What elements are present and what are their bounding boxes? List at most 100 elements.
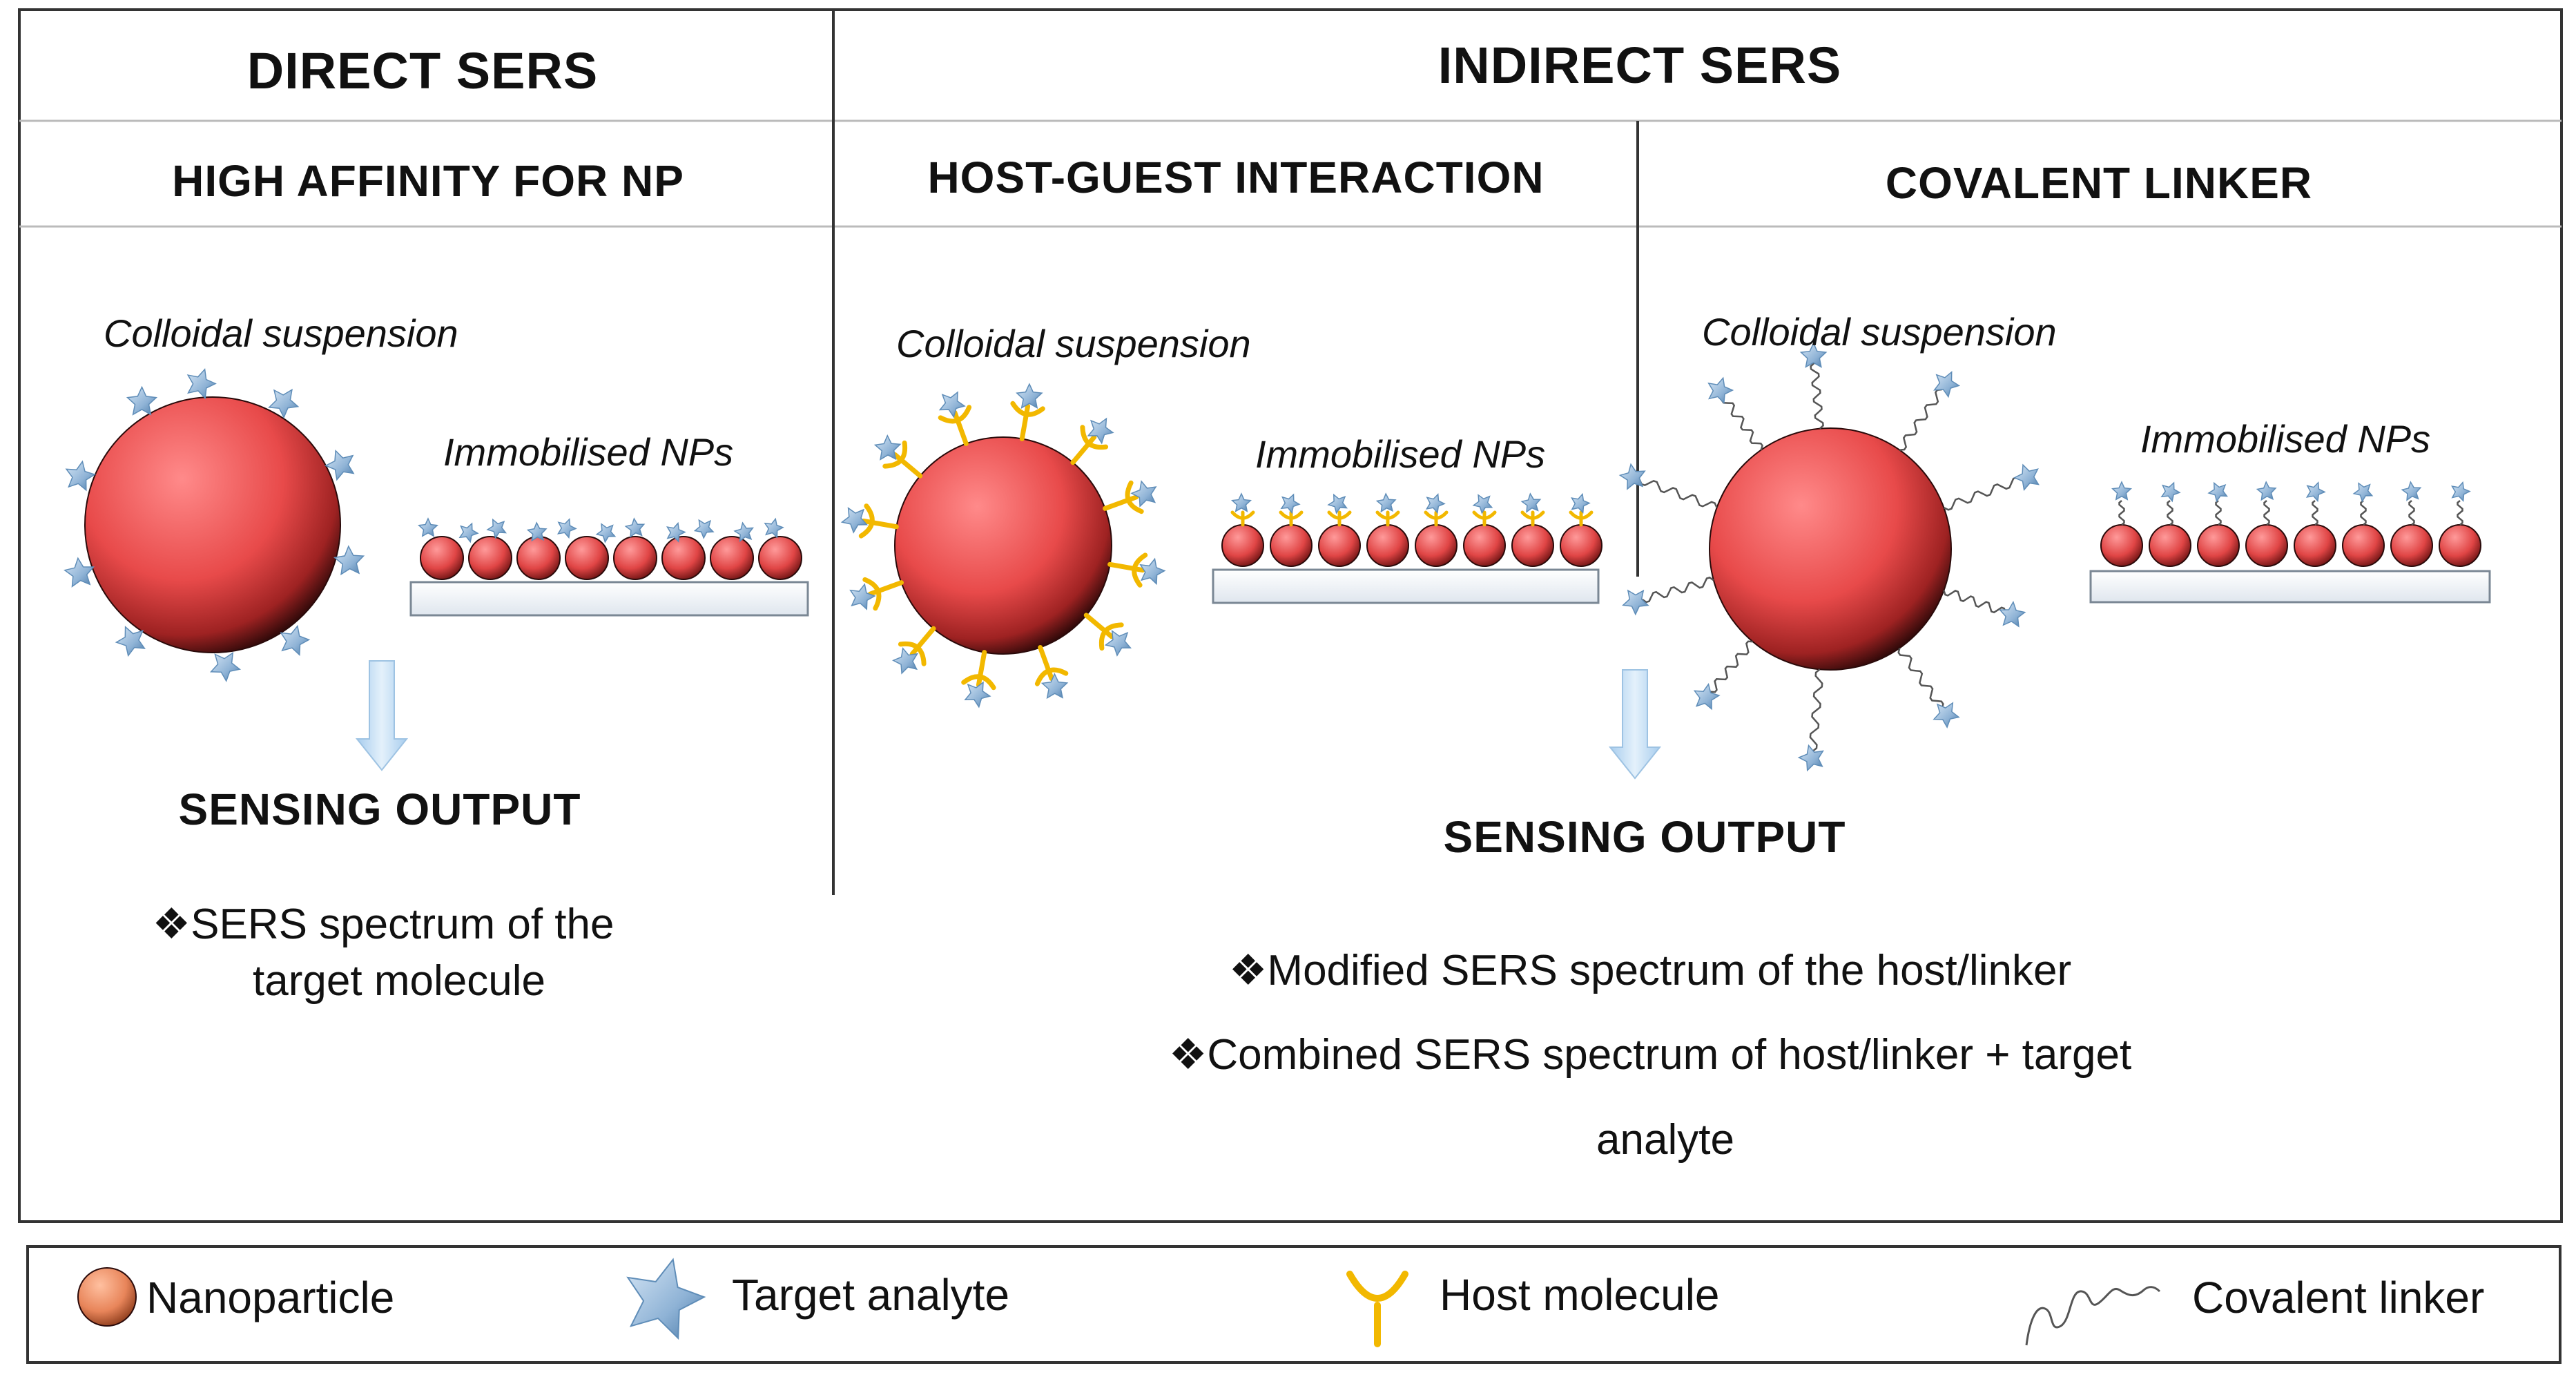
nanoparticle-icon: [1366, 524, 1409, 567]
analyte-star-icon: [556, 518, 577, 539]
nanoparticle-icon: [1511, 524, 1554, 567]
covalent-linker-icon: [1638, 479, 1718, 508]
analyte-star-icon: [1707, 376, 1734, 405]
covalent-linker-icon: [2118, 500, 2125, 526]
host-immob-label: Immobilised NPs: [1255, 432, 1546, 476]
legend-icons: [77, 1258, 2161, 1347]
substrate-slide: [2089, 570, 2491, 604]
host-guest-panel: [840, 383, 1602, 709]
analyte-star-icon: [1618, 463, 1646, 490]
direct-sers-title: DIRECT SERS: [246, 42, 599, 99]
colloid-nanoparticle: [1709, 427, 1952, 671]
nanoparticle-icon: [2245, 524, 2288, 567]
covalent-linker-icon: [1710, 640, 1753, 693]
legend-nanoparticle-label: Nanoparticle: [146, 1273, 395, 1322]
analyte-star-icon: [1327, 493, 1348, 514]
host-molecule-icon: [1424, 510, 1449, 527]
host-molecule-icon: [1375, 510, 1400, 527]
covalent-linker-icon: [1943, 476, 2022, 511]
covalent-linker-icon: [1899, 388, 1942, 451]
host-molecule-icon: [1230, 510, 1255, 527]
nanoparticle-icon: [661, 536, 706, 580]
direct-output-line1: ❖SERS spectrum of the: [152, 901, 614, 948]
colloid-nanoparticle: [84, 396, 341, 653]
analyte-star-icon: [764, 517, 784, 539]
analyte-star-icon: [2111, 481, 2133, 501]
host-molecule-icon: [882, 440, 923, 479]
nanoparticle-icon: [710, 536, 754, 580]
analyte-star-icon: [115, 626, 146, 657]
covalent-linker-icon: [2263, 500, 2270, 526]
analyte-star-icon: [595, 523, 617, 543]
host-guest-subtitle: HOST-GUEST INTERACTION: [927, 153, 1544, 202]
analyte-star-icon: [938, 391, 966, 418]
analyte-star-icon: [1104, 630, 1132, 657]
nanoparticle-icon: [1270, 524, 1313, 567]
analyte-star-icon: [1571, 492, 1591, 514]
analyte-star-icon: [458, 522, 479, 543]
host-molecule-icon: [1103, 480, 1144, 514]
analyte-star-icon: [1087, 417, 1114, 445]
analyte-star-icon: [333, 545, 365, 576]
analyte-star-icon: [2352, 482, 2374, 503]
legend-target-analyte-label: Target analyte: [732, 1270, 1010, 1320]
substrate-slide: [409, 581, 809, 617]
nanoparticle-icon: [516, 536, 561, 580]
indirect-sers-title: INDIRECT SERS: [1437, 37, 1842, 94]
analyte-star-icon: [526, 521, 548, 542]
analyte-star-icon: [1425, 493, 1446, 514]
analyte-star-icon: [1280, 493, 1301, 514]
covalent-linker-icon: [1721, 396, 1763, 450]
analyte-star-icon: [280, 624, 311, 656]
legend-border: [26, 1245, 2562, 1364]
nanoparticle-icon: [2390, 524, 2433, 567]
covalent-linker-icon: [2167, 500, 2173, 526]
analyte-star-icon: [1472, 494, 1493, 514]
analyte-star-icon: [1520, 492, 1542, 513]
nanoparticle-icon: [1318, 524, 1361, 567]
direct-output-title: SENSING OUTPUT: [178, 784, 581, 834]
indirect-output-line3: analyte: [1596, 1116, 1734, 1164]
analyte-star-icon: [733, 521, 754, 543]
analyte-star-icon: [2305, 481, 2326, 503]
host-molecule-icon: [1070, 425, 1109, 465]
analyte-star-icon: [186, 368, 217, 400]
covalent-linker-subtitle: COVALENT LINKER: [1885, 158, 2313, 208]
analyte-star-icon: [1933, 371, 1961, 398]
covalent-linker-icon: [2215, 500, 2222, 526]
nanoparticle-icon: [565, 536, 609, 580]
analyte-star-icon: [2207, 481, 2228, 503]
direct-output-arrow: [355, 660, 409, 771]
nanoparticle-icon: [2342, 524, 2385, 567]
outer-border: [18, 8, 2563, 1223]
analyte-star-icon: [624, 517, 646, 538]
host-colloid-label: Colloidal suspension: [896, 322, 1251, 365]
diagram-frame: [18, 8, 2563, 1364]
analyte-star-icon: [666, 521, 686, 543]
analyte-star-icon: [1799, 342, 1828, 368]
analyte-star-icon: [873, 434, 902, 461]
analyte-star-icon: [1130, 480, 1157, 508]
analyte-star-icon: [126, 385, 158, 416]
host-molecule-icon: [1279, 510, 1304, 527]
analyte-star-icon: [849, 583, 876, 610]
analyte-star-icon: [1016, 383, 1043, 409]
indirect-output-line1: ❖Modified SERS spectrum of the host/link…: [1228, 947, 2072, 994]
analyte-star-icon: [1933, 702, 1960, 729]
host-molecule-icon: [938, 405, 972, 446]
nanoparticle-icon: [2100, 524, 2143, 567]
host-molecule-icon: [961, 650, 996, 691]
analyte-star-icon: [892, 647, 919, 675]
analyte-star-icon: [2451, 481, 2471, 502]
host-molecule-icon: [1083, 613, 1124, 651]
analyte-star-icon: [1999, 601, 2026, 628]
legend-host-molecule-icon: [1346, 1271, 1408, 1347]
analyte-star-icon: [486, 518, 507, 539]
covalent-linker-icon: [2312, 500, 2318, 526]
cov-immob-label: Immobilised NPs: [2140, 417, 2431, 461]
analyte-star-icon: [2256, 481, 2277, 501]
covalent-linker-icon: [2360, 500, 2367, 526]
substrate-slide: [1212, 568, 1600, 604]
